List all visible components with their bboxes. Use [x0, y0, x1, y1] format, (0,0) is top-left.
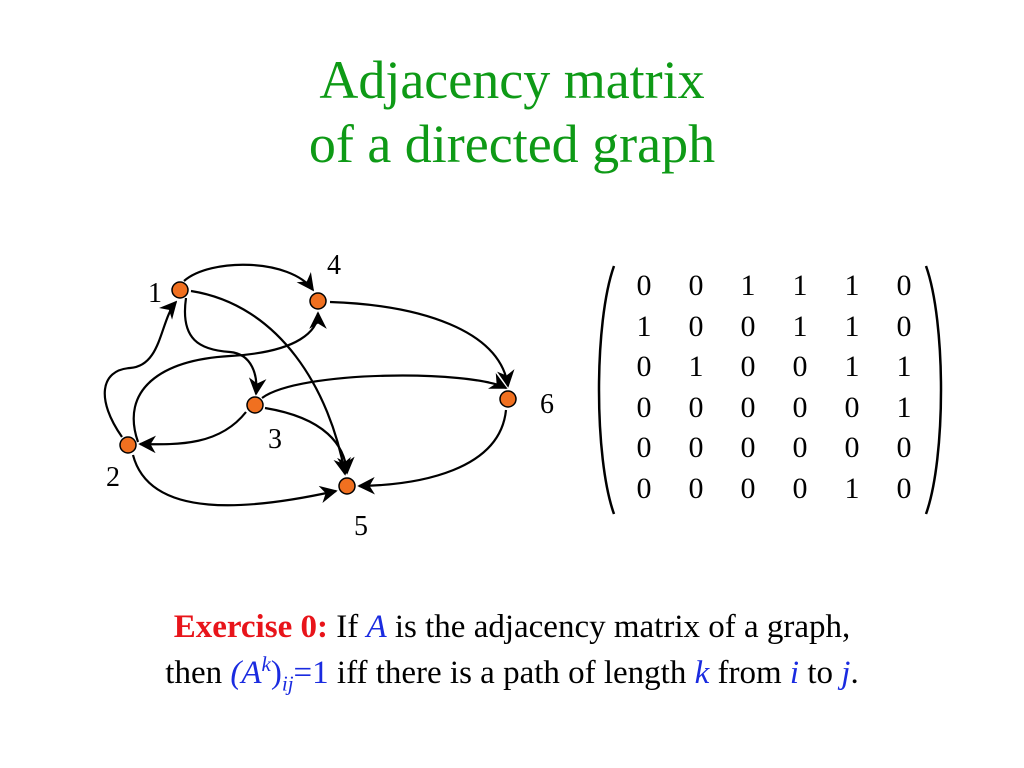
matrix-cell: 0 — [688, 390, 704, 424]
matrix-cell: 0 — [688, 471, 704, 505]
math-expr-ij: ij — [281, 671, 294, 696]
exercise-text: Exercise 0: If A is the adjacency matrix… — [0, 604, 1024, 696]
exercise-text-part: is the adjacency matrix of a graph, — [386, 609, 851, 645]
matrix-cell: 0 — [688, 309, 704, 343]
matrix-cell: 0 — [688, 431, 704, 464]
node-1 — [171, 281, 189, 299]
math-expr-open: (A — [230, 655, 262, 691]
edge-1-3 — [183, 297, 267, 396]
matrix-cell: 1 — [688, 350, 704, 383]
node-label-4: 4 — [327, 250, 341, 281]
math-k: k — [694, 655, 710, 691]
node-label-5: 5 — [354, 511, 368, 542]
math-expression: (Ak)ij=1 — [230, 652, 329, 695]
node-3 — [246, 396, 264, 414]
matrix-cell: 0 — [740, 309, 756, 343]
exercise-text-part: then — [165, 655, 231, 691]
math-A: A — [366, 609, 387, 645]
matrix-cell: 0 — [636, 471, 652, 505]
exercise-label: Exercise 0: — [173, 609, 328, 645]
matrix-cell: 1 — [792, 309, 808, 343]
matrix-cell: 1 — [844, 471, 860, 505]
edge-3-2 — [138, 411, 247, 454]
edge-2-4 — [132, 311, 327, 443]
math-j: j — [841, 655, 851, 691]
edge-2-1 — [103, 300, 178, 438]
math-expr-k: k — [261, 652, 271, 676]
matrix-cell: 0 — [844, 390, 860, 424]
exercise-text-part: from — [709, 655, 790, 691]
title-line-1: Adjacency matrix — [319, 50, 705, 110]
edge-2-5 — [131, 454, 338, 507]
title-line-2: of a directed graph — [308, 114, 716, 174]
matrix-cell: 0 — [636, 390, 652, 424]
matrix-cell: 0 — [792, 471, 808, 505]
node-label-6: 6 — [540, 389, 554, 420]
matrix-cell: 0 — [688, 269, 704, 302]
matrix-cell: 0 — [740, 350, 756, 383]
graph-nodes — [119, 281, 517, 495]
exercise-text-part: iff there is a path of length — [328, 655, 695, 691]
node-4 — [309, 292, 327, 310]
matrix-cell: 0 — [896, 471, 912, 505]
edge-3-6 — [261, 373, 508, 399]
exercise-text-part: If — [327, 609, 367, 645]
matrix-cell: 0 — [636, 431, 652, 464]
math-expr-eq: =1 — [293, 655, 329, 691]
edge-1-5 — [190, 289, 351, 476]
edge-4-6 — [329, 300, 515, 388]
matrix-cell: 0 — [792, 350, 808, 383]
matrix-cell: 0 — [896, 269, 912, 302]
node-6 — [499, 390, 517, 408]
matrix-left-paren — [597, 265, 616, 515]
math-expr-close: ) — [270, 655, 282, 691]
matrix-cell: 0 — [792, 431, 808, 464]
matrix-cell: 0 — [740, 390, 756, 424]
node-label-3: 3 — [268, 424, 282, 455]
matrix-cell: 0 — [636, 269, 652, 302]
matrix-grid: 0 0 1 1 1 0 1 0 0 1 1 0 0 1 0 0 1 1 0 0 0 0 0 1 0 0 0 0 0 0 0 0 0 0 1 0 — [618, 266, 930, 509]
matrix-cell: 0 — [740, 471, 756, 505]
node-2 — [119, 436, 137, 454]
math-i: i — [789, 655, 800, 691]
slide-title: Adjacency matrix of a directed graph — [0, 48, 1024, 176]
exercise-line-2: then (Ak)ij=1 iff there is a path of len… — [0, 650, 1024, 696]
matrix-cell: 1 — [792, 269, 808, 302]
node-label-2: 2 — [106, 462, 120, 493]
matrix-cell: 1 — [844, 269, 860, 302]
matrix-cell: 1 — [844, 309, 860, 343]
matrix-cell: 0 — [844, 431, 860, 464]
matrix-cell: 1 — [896, 350, 912, 383]
edge-1-4 — [183, 263, 315, 292]
matrix-cell: 0 — [896, 431, 912, 464]
node-5 — [338, 477, 356, 495]
exercise-text-part: to — [799, 655, 842, 691]
matrix-cell: 1 — [844, 350, 860, 383]
node-label-1: 1 — [148, 278, 162, 309]
matrix-cell: 0 — [792, 390, 808, 424]
graph-node-labels: 1 2 3 4 5 6 — [106, 250, 554, 542]
matrix-cell: 0 — [896, 309, 912, 343]
exercise-line-1: Exercise 0: If A is the adjacency matrix… — [0, 604, 1024, 650]
exercise-text-part: . — [850, 655, 859, 691]
edge-6-5 — [357, 409, 508, 495]
matrix-cell: 1 — [740, 269, 756, 302]
graph-edges — [103, 263, 515, 507]
matrix-right-paren — [924, 265, 943, 515]
matrix-cell: 0 — [740, 431, 756, 464]
matrix-cell: 1 — [636, 309, 652, 343]
matrix-cell: 0 — [636, 350, 652, 383]
edge-3-5 — [264, 406, 355, 475]
adjacency-matrix: 0 0 1 1 1 0 1 0 0 1 1 0 0 1 0 0 1 1 0 0 0 0 0 1 0 0 0 0 0 0 0 0 0 0 1 0 — [590, 262, 950, 518]
matrix-cell: 1 — [896, 390, 912, 424]
